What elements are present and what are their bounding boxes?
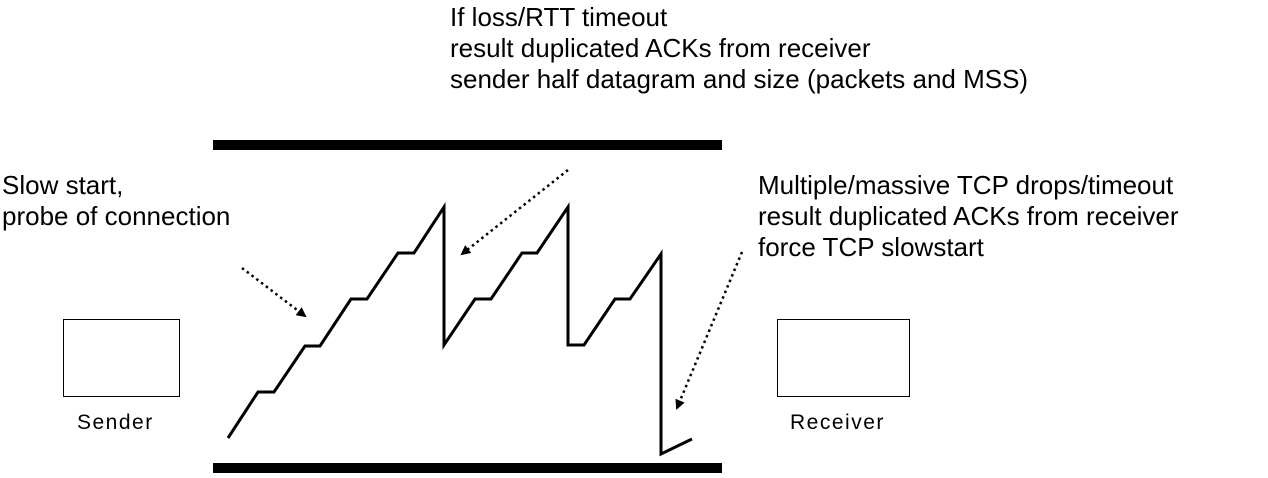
- timeout-arrow: [460, 169, 569, 256]
- top-channel-bar: [213, 140, 722, 150]
- right-annotation-line: Multiple/massive TCP drops/timeout: [758, 170, 1174, 200]
- left-annotation-line: probe of connection: [2, 201, 231, 231]
- right-annotation-line: force TCP slowstart: [758, 232, 984, 262]
- top-annotation-line: sender half datagram and size (packets a…: [450, 64, 1029, 94]
- receiver-label: Receiver: [790, 411, 885, 434]
- congestion-window-line: [226, 201, 693, 457]
- top-annotation-line: If loss/RTT timeout: [450, 2, 668, 32]
- top-annotation-line: result duplicated ACKs from receiver: [450, 33, 871, 63]
- top-annotation: If loss/RTT timeout result duplicated AC…: [450, 2, 1028, 95]
- bottom-channel-bar: [213, 463, 722, 473]
- left-annotation-line: Slow start,: [2, 170, 124, 200]
- sender-box: [63, 319, 180, 397]
- left-annotation: Slow start, probe of connection: [2, 170, 230, 232]
- right-annotation: Multiple/massive TCP drops/timeout resul…: [758, 170, 1179, 263]
- sender-label: Sender: [77, 411, 154, 434]
- slow-start-arrow: [241, 267, 307, 318]
- receiver-box: [777, 319, 910, 397]
- right-annotation-line: result duplicated ACKs from receiver: [758, 201, 1179, 231]
- massive-drop-arrow: [675, 251, 744, 410]
